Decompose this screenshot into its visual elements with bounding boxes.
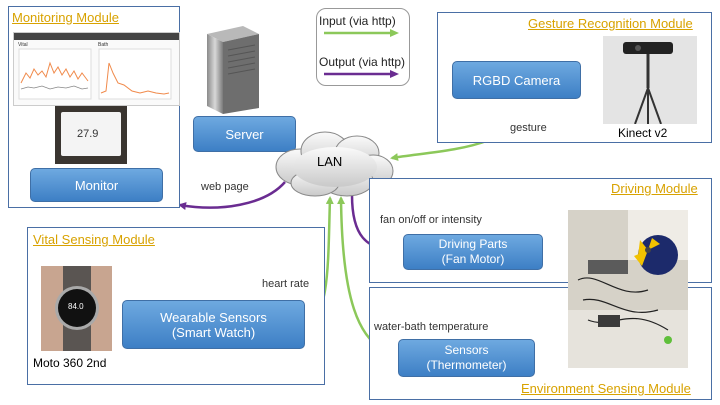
kinect-device-icon xyxy=(623,42,673,124)
vital-module-title: Vital Sensing Module xyxy=(33,232,155,247)
server-button-label: Server xyxy=(225,126,264,142)
legend-input-label: Input (via http) xyxy=(319,14,396,28)
driving-module-title: Driving Module xyxy=(611,181,698,196)
watch-display-value: 84.0 xyxy=(68,302,84,311)
dashboard-mini-charts xyxy=(18,48,172,100)
legend-output-label: Output (via http) xyxy=(319,55,406,69)
smartwatch-caption: Moto 360 2nd xyxy=(33,356,107,370)
thermometer-sensors-button[interactable]: Sensors (Thermometer) xyxy=(398,339,535,377)
rgbd-camera-label: RGBD Camera xyxy=(472,72,561,88)
kinect-photo xyxy=(603,36,697,124)
driving-parts-button[interactable]: Driving Parts (Fan Motor) xyxy=(403,234,543,270)
fan-setup-illustration xyxy=(568,210,688,368)
kinect-caption: Kinect v2 xyxy=(618,126,668,140)
water-temp-arrow-label: water-bath temperature xyxy=(374,321,489,333)
legend-output-arrow xyxy=(324,70,399,78)
thermometer-label-line2: (Thermometer) xyxy=(426,358,507,372)
legend-input-arrow xyxy=(324,29,399,37)
lan-label: LAN xyxy=(317,154,343,169)
monitoring-dashboard-screenshot: Vital Bath xyxy=(13,32,180,106)
smartwatch-photo: 84.0 xyxy=(41,266,112,351)
fan-arrow-label: fan on/off or intensity xyxy=(380,214,482,226)
monitoring-module-title: Monitoring Module xyxy=(12,10,119,25)
dashboard-chart-label-bath: Bath xyxy=(98,42,109,48)
smartwatch-icon xyxy=(41,266,112,351)
heart-rate-arrow-label: heart rate xyxy=(262,278,310,290)
lan-cloud-icon xyxy=(275,131,394,197)
lan-to-monitor-arrow xyxy=(178,181,286,210)
server-icon xyxy=(207,26,259,114)
environment-module-title: Environment Sensing Module xyxy=(521,381,691,396)
gesture-arrow-label: gesture xyxy=(510,122,547,134)
monitoring-laptop-photo: 27.9 xyxy=(55,106,127,164)
thermometer-label-line1: Sensors xyxy=(444,343,489,357)
monitor-button-label: Monitor xyxy=(74,177,119,193)
server-button[interactable]: Server xyxy=(193,116,296,152)
wearable-label-line1: Wearable Sensors xyxy=(160,309,267,325)
rgbd-camera-button[interactable]: RGBD Camera xyxy=(452,61,581,99)
web-page-arrow-label: web page xyxy=(201,181,249,193)
fan-hardware-photo xyxy=(568,210,688,368)
driving-parts-label-line1: Driving Parts xyxy=(438,237,508,251)
monitor-button[interactable]: Monitor xyxy=(30,168,163,202)
wearable-label-line2: (Smart Watch) xyxy=(171,324,256,340)
wearable-sensors-button[interactable]: Wearable Sensors (Smart Watch) xyxy=(122,300,305,349)
driving-parts-label-line2: (Fan Motor) xyxy=(441,252,505,266)
dashboard-chart-label-vital: Vital xyxy=(18,42,28,48)
gesture-module-title: Gesture Recognition Module xyxy=(528,16,693,31)
laptop-display-value: 27.9 xyxy=(77,128,99,140)
